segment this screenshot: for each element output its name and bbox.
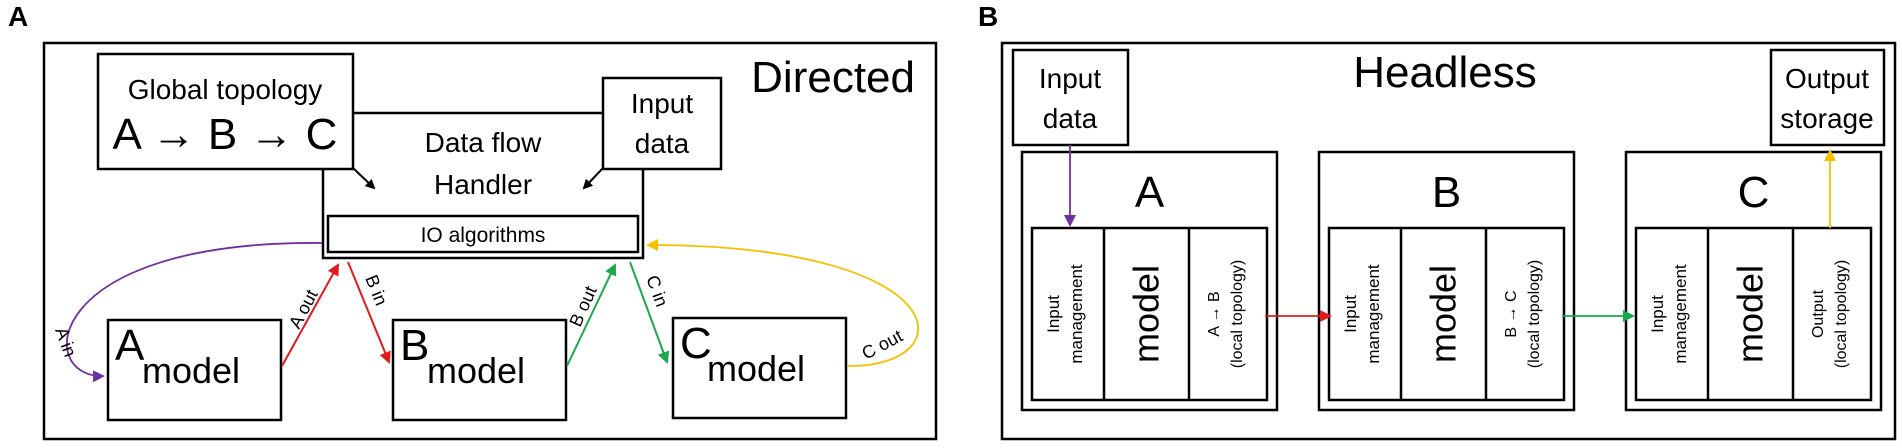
panel-b: B Headless Input data Output storage A In… xyxy=(978,1,1897,441)
panel-a: A Directed Data flow Handler IO algorith… xyxy=(8,1,938,441)
arrow-b-in xyxy=(347,261,391,364)
module-model-label: model xyxy=(1423,265,1464,363)
input-data-box-b xyxy=(1011,48,1130,147)
module-title: C xyxy=(1738,168,1770,217)
input-management-line2: management xyxy=(1067,264,1086,364)
panel-b-letter: B xyxy=(978,1,998,32)
model-c-box xyxy=(671,316,848,420)
arrow-a-out xyxy=(281,263,339,367)
model-b-word: model xyxy=(427,350,525,391)
input-data-b-line1: Input xyxy=(1039,63,1101,94)
input-management-line1: Input xyxy=(1044,295,1063,333)
module-model-label: model xyxy=(1126,265,1167,363)
global-topology-line1: Global topology xyxy=(128,74,323,105)
handler-label-line1: Data flow xyxy=(425,127,542,158)
output-storage-line1: Output xyxy=(1785,63,1869,94)
arrow-topology-to-handler xyxy=(352,167,376,190)
label-c-out: C out xyxy=(858,326,905,364)
local-topology-line1: A → B xyxy=(1206,291,1223,336)
model-b-box xyxy=(391,318,568,422)
label-a-out: A out xyxy=(285,286,322,332)
input-management-line2: management xyxy=(1671,264,1690,364)
arrow-c-out xyxy=(646,239,920,367)
global-topology-line2: A → B → C xyxy=(113,110,338,159)
global-topology-box xyxy=(96,52,355,171)
output-storage-line2: storage xyxy=(1780,103,1873,134)
input-management-line2: management xyxy=(1364,264,1383,364)
input-management-line1: Input xyxy=(1648,295,1667,333)
local-topology-line2: (local topology) xyxy=(1833,260,1850,369)
model-c-letter: C xyxy=(680,319,712,368)
label-a-in: A in xyxy=(51,325,80,360)
arrow-input-to-handler xyxy=(582,167,604,190)
local-topology-line1: B → C xyxy=(1503,290,1520,337)
model-a-box xyxy=(106,318,283,422)
panel-a-letter: A xyxy=(8,1,28,32)
local-topology-line1: Output xyxy=(1810,289,1827,338)
module-title: A xyxy=(1135,168,1165,217)
input-data-a-line2: data xyxy=(635,128,690,159)
local-topology-line2: (local topology) xyxy=(1229,260,1246,369)
output-storage-box xyxy=(1769,48,1886,147)
panel-b-frame xyxy=(1000,41,1897,441)
local-topology-line2: (local topology) xyxy=(1526,260,1543,369)
arrow-a-in xyxy=(66,242,323,383)
io-algorithms-box xyxy=(326,214,640,254)
input-data-box-a xyxy=(601,76,723,171)
model-a-word: model xyxy=(142,350,240,391)
io-algorithms-label: IO algorithms xyxy=(421,224,546,247)
input-management-line1: Input xyxy=(1341,295,1360,333)
module-model-label: model xyxy=(1730,265,1771,363)
model-c-word: model xyxy=(707,348,805,389)
module-inner-box xyxy=(1634,226,1873,402)
panel-a-title: Directed xyxy=(751,53,915,102)
panel-b-title: Headless xyxy=(1353,48,1536,97)
arrow-c-in xyxy=(629,261,670,364)
handler-label-line2: Handler xyxy=(434,169,532,200)
panel-a-frame xyxy=(42,41,938,441)
arrow-b-out xyxy=(566,263,617,367)
module-title: B xyxy=(1432,168,1461,217)
model-a-letter: A xyxy=(115,321,145,370)
input-data-a-line1: Input xyxy=(631,88,693,119)
label-c-in: C in xyxy=(642,273,672,310)
module-inner-box xyxy=(1030,226,1269,402)
model-b-letter: B xyxy=(400,321,429,370)
input-data-b-line2: data xyxy=(1043,103,1098,134)
